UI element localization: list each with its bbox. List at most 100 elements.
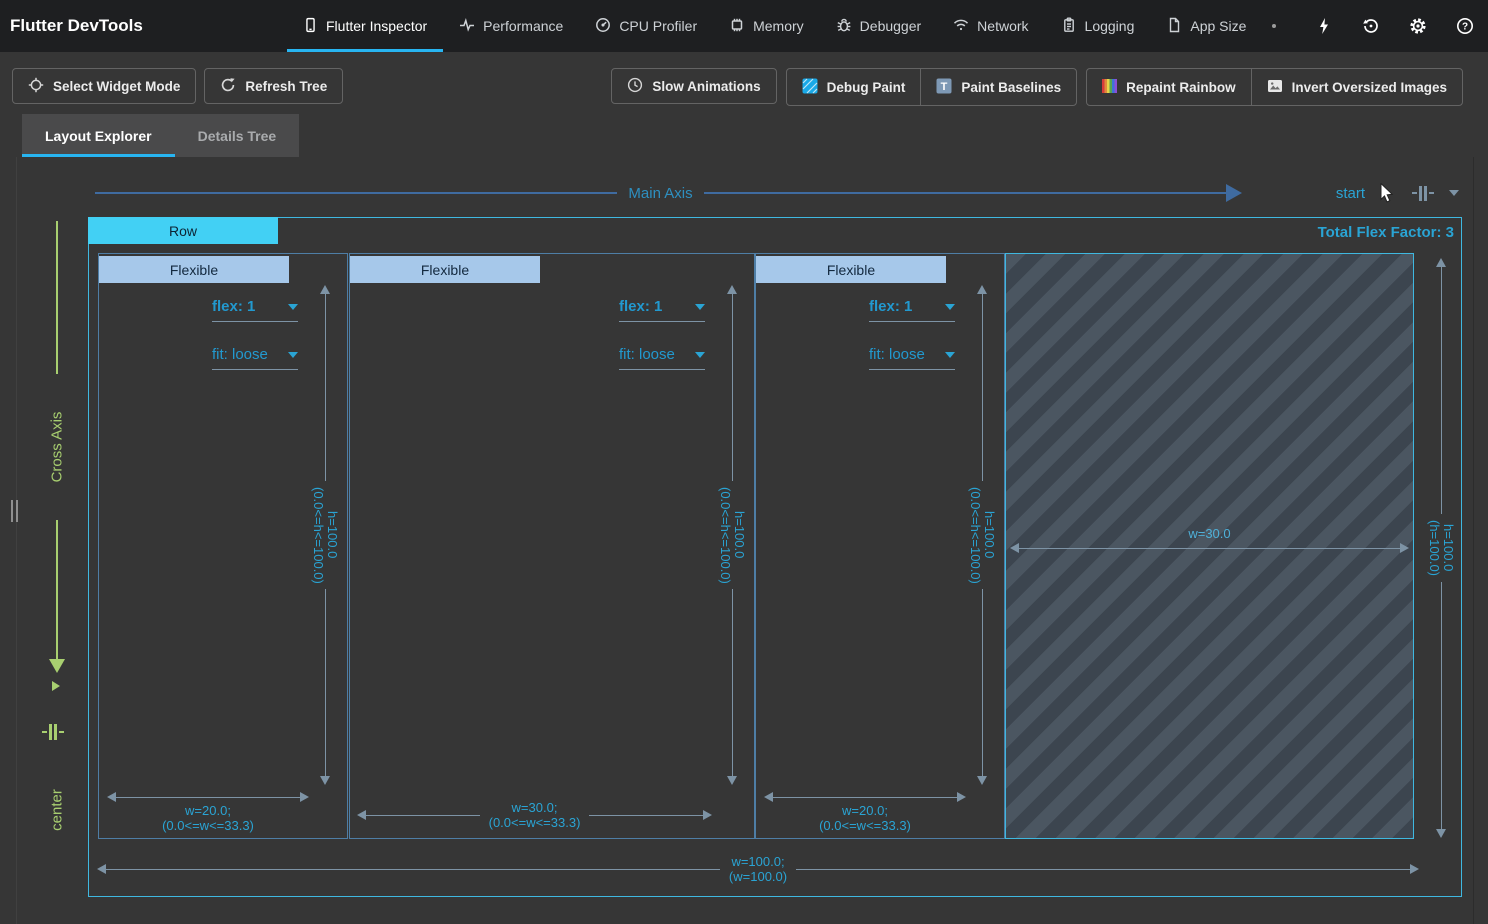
button-label: Repaint Rainbow	[1126, 79, 1236, 95]
flex-factor-value: flex: 1	[619, 298, 663, 315]
button-label: Paint Baselines	[961, 79, 1062, 95]
cross-axis-alignment-value[interactable]: center	[48, 789, 66, 831]
rainbow-icon	[1102, 78, 1118, 97]
flex-factor-dropdown[interactable]: flex: 1	[619, 298, 705, 322]
image-icon	[1267, 78, 1283, 97]
free-space-width-annotation: w=30.0	[1010, 526, 1409, 553]
main-axis-label: Main Axis	[628, 184, 693, 202]
document-icon	[1166, 17, 1182, 36]
flexible-badge[interactable]: Flexible	[99, 256, 289, 283]
height-constraint: (0.0<=h<=100.0)	[718, 486, 733, 584]
tab-label: Performance	[483, 18, 564, 34]
main-axis-alignment-value[interactable]: start	[1335, 184, 1365, 202]
width-constraint: (0.0<=w<=33.3)	[488, 815, 581, 830]
tab-performance[interactable]: Performance	[443, 0, 579, 52]
chevron-down-icon[interactable]	[695, 303, 705, 310]
flexible-child-2[interactable]: Flexible flex: 1 fit: loose h=100.0 (0.0…	[349, 253, 755, 839]
cross-axis-label: Cross Axis	[48, 411, 65, 483]
tab-cpu-profiler[interactable]: CPU Profiler	[579, 0, 713, 52]
main-axis-alignment-dropdown[interactable]: start	[1336, 180, 1459, 206]
select-widget-mode-button[interactable]: Select Widget Mode	[12, 68, 197, 104]
pane-splitter[interactable]	[16, 157, 17, 924]
height-value: h=100.0	[1441, 524, 1456, 572]
tab-label: Debugger	[859, 18, 922, 34]
flex-factor-dropdown[interactable]: flex: 1	[869, 298, 955, 322]
tab-label: Flutter Inspector	[326, 18, 428, 34]
slow-animations-button[interactable]: Slow Animations	[611, 68, 777, 104]
top-action-buttons: ?	[1300, 0, 1488, 52]
app-title: Flutter DevTools	[10, 16, 143, 35]
repaint-rainbow-button[interactable]: Repaint Rainbow	[1087, 69, 1251, 105]
chevron-down-icon[interactable]	[695, 351, 705, 358]
cross-axis-alignment-dropdown[interactable]: center	[40, 775, 74, 845]
flexible-badge[interactable]: Flexible	[756, 256, 946, 283]
child-height-annotation: h=100.0 (0.0<=h<=100.0)	[718, 285, 747, 786]
main-tab-bar: Flutter Inspector Performance CPU Profil…	[287, 0, 1262, 52]
help-icon[interactable]: ?	[1441, 0, 1488, 52]
flex-factor-value: flex: 1	[869, 298, 913, 315]
main-axis-line	[95, 192, 618, 194]
tab-label: Logging	[1084, 18, 1135, 34]
hot-reload-bolt-icon[interactable]	[1300, 0, 1347, 52]
flexible-child-3[interactable]: Flexible flex: 1 fit: loose h=100.0 (0.0…	[755, 253, 1005, 839]
tab-memory[interactable]: Memory	[713, 0, 820, 52]
tab-label: CPU Profiler	[619, 18, 698, 34]
hot-restart-icon[interactable]	[1347, 0, 1394, 52]
flex-fit-value: fit: loose	[212, 346, 268, 363]
tab-label: Network	[977, 18, 1029, 34]
toolbar-right-group: Slow Animations Debug Paint T Paint Base…	[611, 68, 1463, 106]
inspector-panel-tabs: Layout Explorer Details Tree	[22, 114, 300, 157]
flexible-child-1[interactable]: Flexible flex: 1 fit: loose h=100.0 (0.0…	[98, 253, 348, 839]
arrow-up-icon	[977, 285, 987, 294]
tab-network[interactable]: Network	[937, 0, 1044, 52]
splitter-drag-handle[interactable]	[11, 500, 18, 522]
performance-icon	[459, 17, 475, 36]
chevron-down-icon[interactable]	[288, 303, 298, 310]
refresh-tree-button[interactable]: Refresh Tree	[204, 68, 344, 104]
paint-baselines-button[interactable]: T Paint Baselines	[920, 69, 1076, 105]
tab-layout-explorer[interactable]: Layout Explorer	[22, 114, 175, 157]
row-widget-box[interactable]: Row Total Flex Factor: 3 Flexible flex: …	[88, 217, 1462, 897]
free-space-region: w=30.0	[1005, 253, 1414, 839]
height-value: h=100.0	[732, 511, 747, 559]
tab-flutter-inspector[interactable]: Flutter Inspector	[287, 0, 444, 52]
flex-fit-dropdown[interactable]: fit: loose	[869, 346, 955, 370]
invert-oversized-images-button[interactable]: Invert Oversized Images	[1250, 69, 1462, 105]
flex-fit-dropdown[interactable]: fit: loose	[619, 346, 705, 370]
row-width-annotation: w=100.0; (w=100.0)	[97, 854, 1420, 884]
width-value: w=20.0;	[185, 803, 231, 818]
flex-fit-dropdown[interactable]: fit: loose	[212, 346, 298, 370]
child-width-annotation: w=30.0; (0.0<=w<=33.3)	[357, 800, 713, 830]
gear-icon[interactable]	[1394, 0, 1441, 52]
arrow-right-icon	[300, 792, 309, 802]
cross-axis-line	[55, 221, 58, 374]
height-value: h=100.0	[982, 511, 997, 559]
tab-debugger[interactable]: Debugger	[820, 0, 938, 52]
flex-factor-dropdown[interactable]: flex: 1	[212, 298, 298, 322]
width-value: w=30.0	[1188, 526, 1231, 541]
height-value: h=100.0	[325, 511, 340, 559]
arrow-down-icon	[320, 776, 330, 786]
height-constraint: (0.0<=h<=100.0)	[968, 486, 983, 584]
total-flex-factor: Total Flex Factor: 3	[1317, 224, 1454, 241]
chevron-down-icon[interactable]	[288, 351, 298, 358]
width-constraint: (w=100.0)	[728, 869, 788, 884]
chevron-down-icon[interactable]	[1449, 190, 1459, 196]
arrow-down-icon	[1436, 829, 1446, 839]
tab-label: Details Tree	[197, 127, 277, 144]
row-height-annotation: h=100.0 (h=100.0)	[1427, 258, 1456, 839]
tab-details-tree[interactable]: Details Tree	[175, 114, 300, 157]
flexible-badge[interactable]: Flexible	[350, 256, 540, 283]
chevron-down-icon[interactable]	[945, 351, 955, 358]
flex-fit-value: fit: loose	[619, 346, 675, 363]
chevron-right-icon[interactable]	[52, 681, 60, 691]
chevron-down-icon[interactable]	[945, 303, 955, 310]
width-constraint: (0.0<=w<=33.3)	[819, 818, 911, 833]
svg-text:T: T	[941, 81, 948, 93]
tab-app-size[interactable]: App Size	[1150, 0, 1262, 52]
debug-paint-button[interactable]: Debug Paint	[787, 69, 921, 105]
tab-logging[interactable]: Logging	[1045, 0, 1151, 52]
scrollbar-gutter	[1473, 157, 1474, 924]
row-widget-badge[interactable]: Row	[88, 217, 278, 244]
